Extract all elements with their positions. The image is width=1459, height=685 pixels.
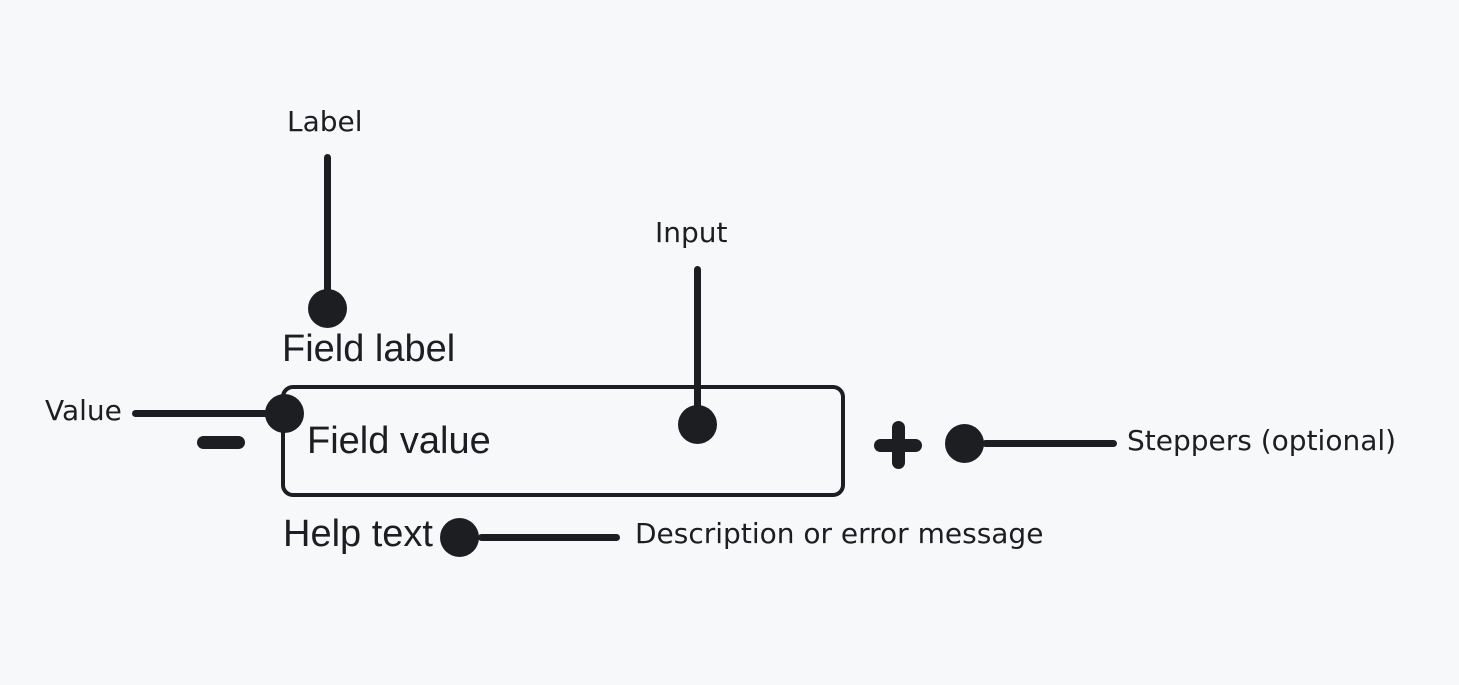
help-leader-line [478,534,620,541]
value-annotation: Value [45,394,122,427]
value-anchor-dot [265,394,304,433]
plus-icon-vertical-bar [891,421,905,469]
steppers-annotation: Steppers (optional) [1127,424,1397,457]
steppers-leader-line [982,440,1117,447]
steppers-anchor-dot [945,424,984,463]
field-value-text: Field value [307,420,491,462]
input-annotation: Input [655,216,728,249]
help-annotation: Description or error message [635,517,1044,550]
label-anchor-dot [308,289,347,328]
label-annotation: Label [287,105,363,138]
input-field-box [281,385,845,497]
value-leader-line [132,410,278,417]
input-leader-line [694,266,701,408]
help-text-label: Help text [283,513,433,555]
field-label-text: Field label [282,328,456,370]
minus-icon [197,436,245,449]
help-anchor-dot [440,518,479,557]
label-leader-line [324,154,331,292]
input-anchor-dot [678,405,717,444]
plus-icon [874,421,922,469]
